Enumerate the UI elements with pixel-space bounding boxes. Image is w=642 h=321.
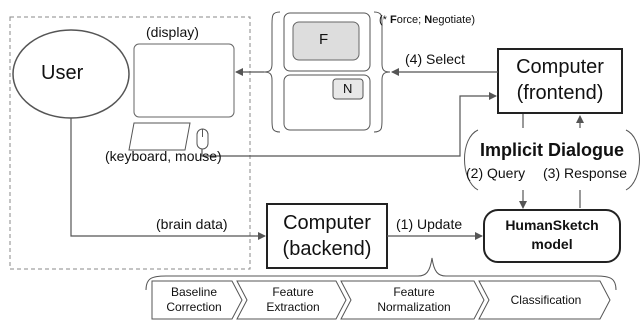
- humansketch-model-box: [483, 209, 621, 263]
- model-label-line1: HumanSketch: [505, 217, 599, 233]
- pipeline-step-4-shape: [478, 280, 611, 320]
- computer-backend-box: [266, 203, 388, 269]
- model-label-line2: model: [531, 236, 573, 252]
- keyboard-mouse-label: (keyboard, mouse): [105, 148, 222, 164]
- pipeline-step-4-line1: Classification: [510, 293, 582, 307]
- display-shape: [133, 43, 235, 118]
- backend-label-line1: Computer: [283, 212, 371, 234]
- update-label: (1) Update: [396, 216, 463, 232]
- legend-note: (* Force; Negotiate): [379, 14, 475, 26]
- pipeline-brace: [145, 257, 617, 291]
- pipeline-step-1-line1: Baseline: [170, 285, 218, 299]
- pipeline-step-3-label: Feature Normalization: [350, 285, 478, 315]
- select-label: (4) Select: [405, 51, 465, 67]
- frontend-label: Computer (frontend): [498, 54, 622, 106]
- pipeline-step-1-label: Baseline Correction: [152, 285, 236, 315]
- pipeline-step-2-label: Feature Extraction: [246, 285, 340, 315]
- user-label: User: [41, 62, 84, 84]
- option-f-button: [292, 21, 360, 61]
- dialogue-right-paren: [625, 129, 640, 191]
- options-right-brace: [373, 11, 391, 133]
- query-label: (2) Query: [466, 165, 526, 181]
- model-label: HumanSketch model: [484, 216, 620, 254]
- backend-label-line2: (backend): [282, 238, 372, 260]
- arrow-input-to-frontend: [201, 92, 497, 157]
- pipeline-step-3-shape: [340, 280, 485, 320]
- legend-n-letter: N: [424, 14, 433, 26]
- pipeline-step-2-line1: Feature: [272, 285, 314, 299]
- response-label: (3) Response: [543, 165, 628, 181]
- legend-negotiate: egotiate): [432, 14, 476, 26]
- pipeline-step-3-line2: Normalization: [377, 300, 451, 314]
- legend-force: orce;: [396, 14, 425, 26]
- display-label: (display): [146, 24, 199, 40]
- pipeline-step-4-label: Classification: [488, 293, 604, 308]
- arrow-brain-data: [70, 118, 266, 240]
- frontend-label-line2: (frontend): [516, 82, 604, 104]
- pipeline-step-1-shape: [151, 280, 243, 320]
- pipeline-step-3-line1: Feature: [393, 285, 435, 299]
- brain-data-label: (brain data): [156, 216, 228, 232]
- user-environment-region: [9, 16, 251, 270]
- computer-frontend-box: [497, 48, 623, 114]
- legend-f-letter: F: [390, 14, 397, 26]
- backend-label: Computer (backend): [267, 210, 387, 262]
- frontend-label-line1: Computer: [516, 56, 604, 78]
- option-n-label: N: [343, 81, 353, 96]
- options-left-brace: [263, 11, 281, 133]
- option-f-label: F: [319, 31, 329, 48]
- pipeline-step-2-line2: Extraction: [266, 300, 320, 314]
- legend-prefix: (*: [379, 14, 390, 26]
- keyboard-shape: [128, 122, 191, 151]
- implicit-dialogue-label: Implicit Dialogue: [479, 140, 625, 160]
- pipeline-step-2-shape: [236, 280, 347, 320]
- pipeline-step-1-line2: Correction: [166, 300, 222, 314]
- option-n-button: [332, 78, 364, 100]
- dialogue-left-paren: [464, 129, 479, 191]
